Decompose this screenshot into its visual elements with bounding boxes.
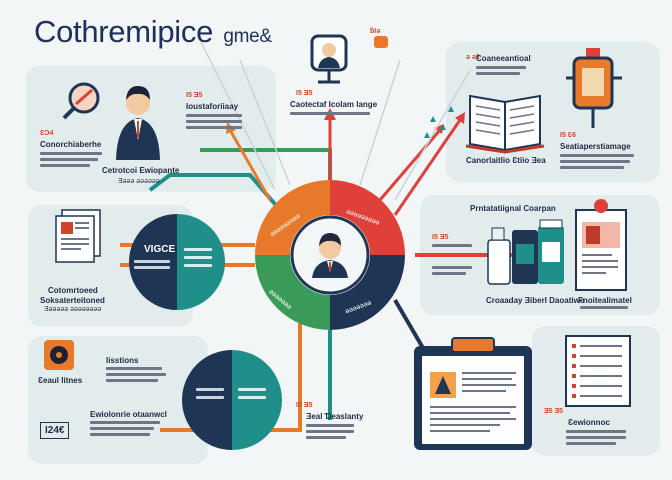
bottom-center-heading: Ǝeal Ɗeaslanty bbox=[306, 412, 364, 421]
top-right-heading-2: Seatiaperstiamage bbox=[560, 142, 631, 151]
top-right2-line-2 bbox=[560, 160, 630, 163]
left-circle-line-3 bbox=[184, 248, 212, 251]
top-right-number: ǝ ǝ8 bbox=[466, 54, 480, 61]
left-top2-line-2 bbox=[186, 120, 242, 123]
left-top2-line-3 bbox=[186, 126, 242, 129]
left-circle-line-2 bbox=[134, 266, 170, 269]
report-card-icon bbox=[575, 199, 627, 291]
left-top-caption: Cetrotcoi Ewiopante bbox=[102, 166, 180, 175]
bottles-icon bbox=[487, 219, 564, 285]
top-right2-line-3 bbox=[560, 166, 624, 169]
top-right2-line-1 bbox=[560, 154, 634, 157]
magnifier-icon bbox=[62, 82, 100, 120]
page-title: Cothremipice gme& bbox=[34, 14, 272, 49]
person-monitor-icon bbox=[310, 34, 388, 84]
top-center-number: I5 Ǝ5 bbox=[296, 90, 313, 97]
left-top-line-1 bbox=[40, 152, 102, 155]
left-bottom-circle-line-3 bbox=[238, 388, 266, 391]
mid-right-caption: Croaaday Ǝiberl Daoatiwo bbox=[486, 296, 585, 305]
top-right-caption: Canorlaitlio Ɛtiio Ǝea bbox=[466, 156, 546, 165]
open-book-icon bbox=[424, 94, 545, 154]
left-circle-line-5 bbox=[184, 264, 212, 267]
left-bottom-circle-line-4 bbox=[238, 396, 266, 399]
left-mid-sub: Ǝǝǝǝǝǝ ǝǝǝǝǝǝǝǝ bbox=[44, 306, 102, 313]
left-top-line-2 bbox=[40, 158, 98, 161]
left-bottom-circle-line-1 bbox=[196, 388, 224, 391]
businessman-illustration bbox=[116, 86, 160, 160]
left-mid-heading-2: Soksaterteitoned bbox=[40, 296, 105, 305]
clipboard-screen-icon bbox=[414, 337, 532, 450]
bottom-center-line-3 bbox=[306, 436, 346, 439]
bottom-right-line-2 bbox=[566, 436, 626, 439]
bottom-center-number: I5 Ǝ5 bbox=[296, 402, 313, 409]
left-top-heading-2: Ioustaforiiaay bbox=[186, 102, 239, 111]
top-right-heading: Coaneeantioal bbox=[476, 54, 531, 63]
left-circle-line-1 bbox=[134, 260, 170, 263]
bottom-right-line-1 bbox=[566, 430, 626, 433]
connector-teal-left bbox=[148, 173, 282, 212]
left-top2-line-1 bbox=[186, 114, 242, 117]
left-top-line-3 bbox=[40, 164, 90, 167]
left-bottom-line-2 bbox=[106, 373, 166, 376]
bottom-center-line-2 bbox=[306, 430, 354, 433]
mid-right-line-2 bbox=[432, 266, 472, 269]
left-bottom-heading-2: Ewiolonrie otaanwcl bbox=[90, 410, 167, 419]
mid-right-line-1 bbox=[432, 244, 472, 247]
top-center-heading: Caotectaf Icolam lange bbox=[290, 100, 378, 109]
checklist-icon bbox=[565, 335, 631, 407]
mid-right-number: I5 Ǝ5 bbox=[432, 234, 449, 241]
left-top-number: ƐƆ4 bbox=[40, 130, 54, 137]
bottom-center-line-1 bbox=[306, 424, 354, 427]
left-bottom-heading-3: Iisstions bbox=[106, 356, 139, 365]
mid-right-heading: Prntatatiignal Coarpan bbox=[470, 204, 556, 213]
left-bottom-line-6 bbox=[90, 433, 150, 436]
top-center-line-1 bbox=[290, 112, 370, 115]
top-badge: ƃIǝ bbox=[370, 28, 381, 35]
mid-right-line-4 bbox=[580, 306, 628, 309]
left-bottom-number-box: I24€ bbox=[40, 422, 70, 439]
left-bottom-line-4 bbox=[90, 421, 160, 424]
bottom-right-number: Ǝ5 Ǝ5 bbox=[544, 408, 564, 415]
bottom-right-line-3 bbox=[566, 442, 616, 445]
central-wheel bbox=[255, 180, 405, 330]
mid-right-heading-2: Fnoitealimatel bbox=[578, 296, 632, 305]
top-right-number-2: I5 Ɛ6 bbox=[560, 132, 577, 139]
document-icon bbox=[55, 209, 101, 263]
left-bottom-circle-line-2 bbox=[196, 396, 224, 399]
left-bottom-line-3 bbox=[106, 379, 158, 382]
top-right-line-2 bbox=[476, 72, 520, 75]
left-bottom-line-1 bbox=[106, 367, 162, 370]
mid-right-line-3 bbox=[432, 272, 466, 275]
left-top-number-2: I5 Ǝ5 bbox=[186, 92, 203, 99]
left-circle-line-4 bbox=[184, 256, 212, 259]
left-bottom-line-5 bbox=[90, 427, 154, 430]
lantern-icon bbox=[566, 48, 622, 128]
left-top-heading: Conorchiaberhe bbox=[40, 140, 102, 149]
left-bottom-circle bbox=[182, 350, 282, 450]
left-top-caption-sub: Ǝǝǝǝ ǝǝǝǝǝǝ bbox=[118, 178, 160, 185]
left-bottom-heading: Ɛeaul Iitnes bbox=[38, 376, 83, 385]
bottom-right-heading: Ɛewionnoc bbox=[568, 418, 610, 427]
left-mid-heading: Cotomrtoeed bbox=[48, 286, 98, 295]
left-circle-label: VIGCE bbox=[144, 244, 176, 255]
top-right-line-1 bbox=[476, 66, 526, 69]
